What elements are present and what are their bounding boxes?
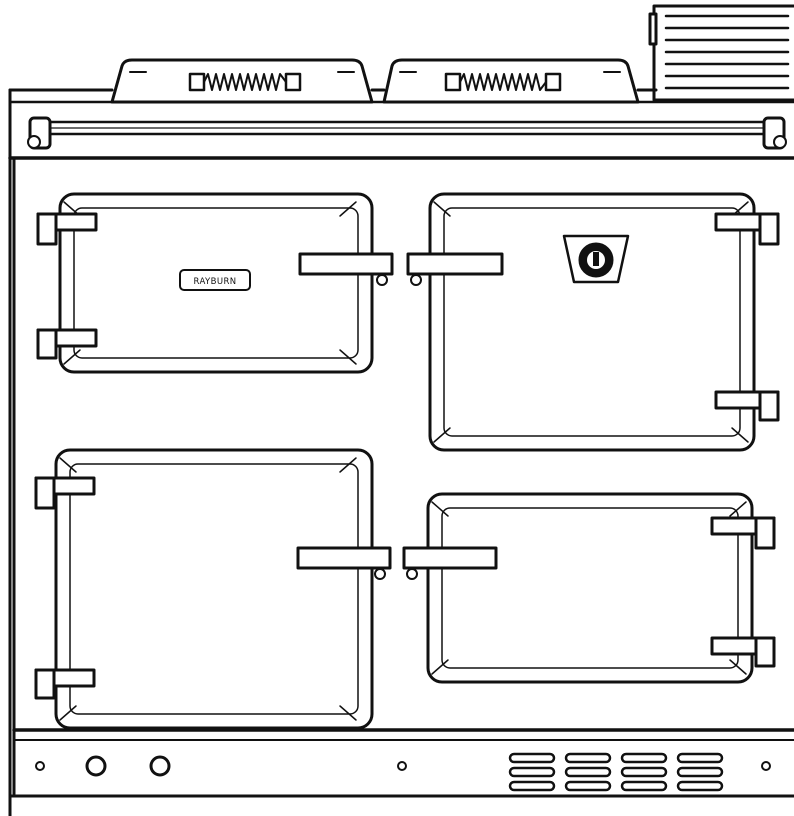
rayburn-badge: RAYBURN [179, 269, 251, 291]
door-bottom-left [34, 448, 392, 730]
keyhole-control [562, 234, 630, 284]
door-bottom-left-handle-icon [296, 546, 392, 570]
door-bottom-right [402, 492, 776, 684]
lid-right [382, 58, 640, 104]
top-plate [8, 88, 794, 162]
control-knob [85, 755, 107, 777]
door-top-left: RAYBURN [36, 192, 394, 374]
plinth [8, 755, 794, 798]
stove-body [8, 156, 794, 816]
rayburn-badge-label: RAYBURN [193, 277, 236, 287]
screw-icon [397, 761, 407, 771]
door-top-left-handle-icon [298, 252, 394, 276]
vent-box [648, 4, 794, 102]
door-top-right-handle-icon [406, 252, 504, 276]
lid-left-spring-icon [203, 73, 287, 91]
bottom-vents [508, 752, 724, 792]
screw-icon [761, 761, 771, 771]
screw-icon [35, 761, 45, 771]
control-knob [149, 755, 171, 777]
lid-right-spring-icon [459, 73, 547, 91]
lid-left [110, 58, 374, 104]
towel-rail [27, 116, 787, 150]
door-bottom-right-handle-icon [402, 546, 498, 570]
door-top-right [406, 192, 780, 452]
